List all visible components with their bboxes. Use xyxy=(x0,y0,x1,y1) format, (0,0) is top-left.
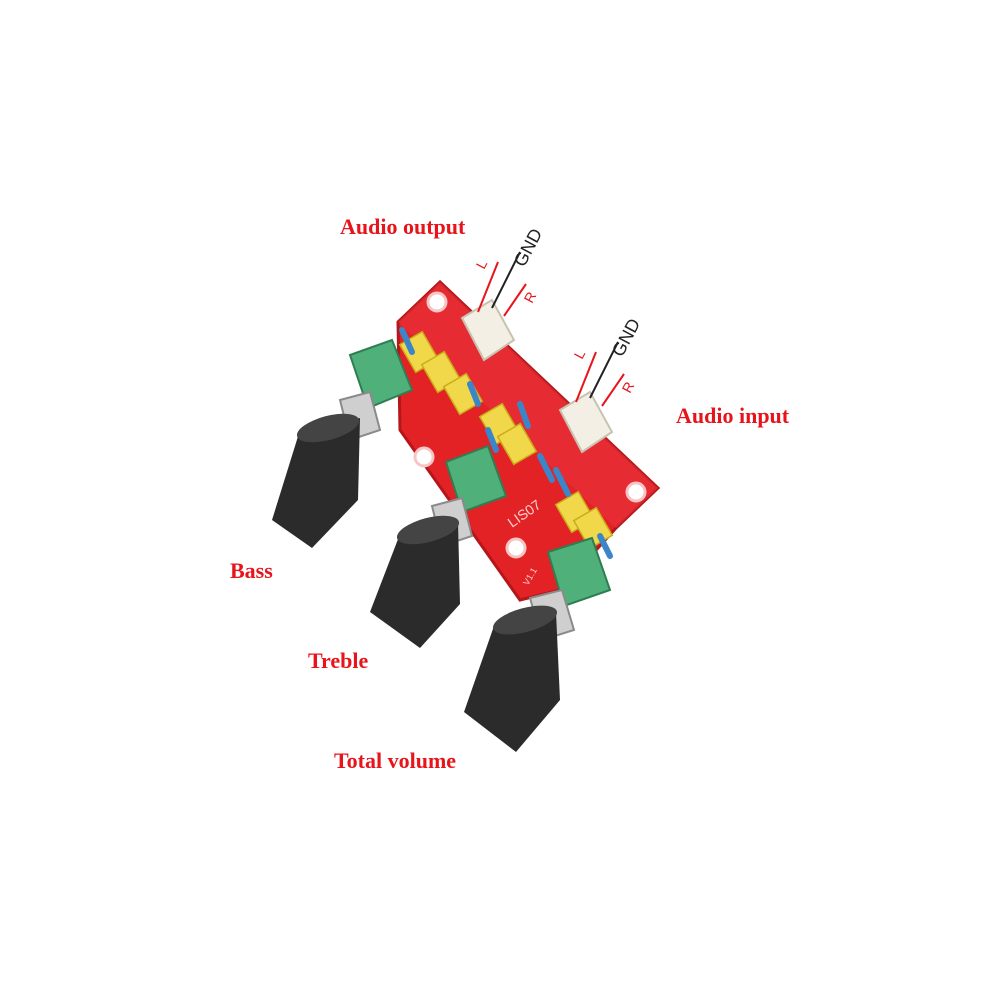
total-volume-label: Total volume xyxy=(334,748,457,773)
volume-knob xyxy=(464,605,560,752)
input-ground-label: GND xyxy=(608,315,644,360)
input-right-label: R xyxy=(619,379,638,395)
output-wires xyxy=(477,251,527,317)
output-left-label: L xyxy=(473,257,491,272)
output-ground-label: GND xyxy=(510,225,546,270)
capacitors xyxy=(398,330,614,550)
treble-knob xyxy=(370,515,460,648)
audio-input-label: Audio input xyxy=(676,403,790,428)
input-wires xyxy=(575,341,625,407)
resistors xyxy=(399,327,613,559)
bass-label: Bass xyxy=(230,558,273,583)
audio-output-label: Audio output xyxy=(340,214,466,239)
input-connector xyxy=(558,390,614,454)
output-right-label: R xyxy=(521,289,540,305)
input-left-label: L xyxy=(571,347,589,362)
treble-label: Treble xyxy=(308,648,369,673)
mounting-holes xyxy=(413,291,647,559)
bass-knob xyxy=(272,413,360,548)
output-connector xyxy=(460,298,516,362)
